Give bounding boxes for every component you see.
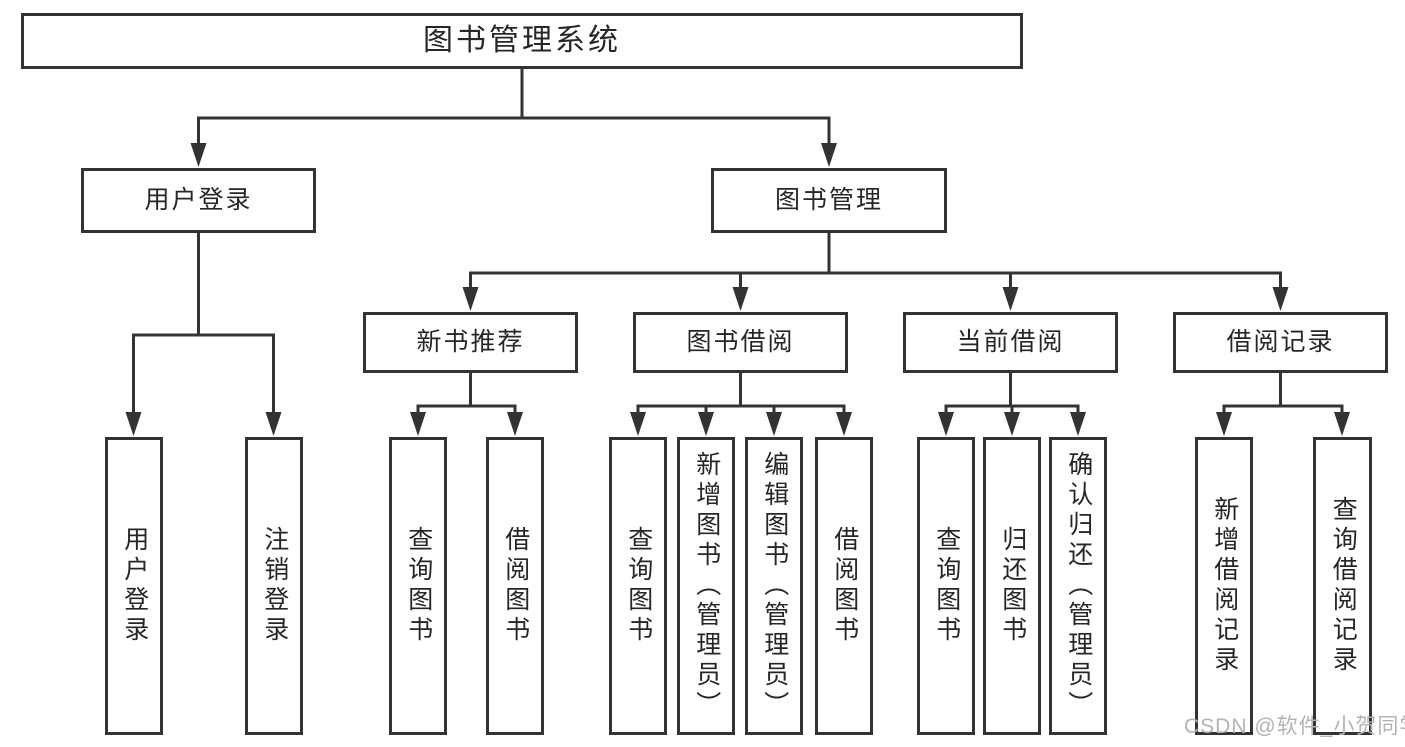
leaf-edit-book-admin-label: 编辑图书（管理员） xyxy=(760,451,789,721)
leaf-confirm-return-admin-label: 确认归还（管理员） xyxy=(1064,451,1093,721)
watermark-text: CSDN @软件_小贺同学 xyxy=(1184,715,1405,738)
node-book-management: 图书管理 xyxy=(711,168,947,233)
node-user-login: 用户登录 xyxy=(81,168,316,233)
leaf-return-book-label: 归还图书 xyxy=(998,526,1027,646)
leaf-logout-label: 注销登录 xyxy=(260,526,289,646)
node-borrowing-records: 借阅记录 xyxy=(1173,312,1388,373)
leaf-user-login-label: 用户登录 xyxy=(120,526,149,646)
root-node-label: 图书管理系统 xyxy=(423,23,621,57)
leaf-borrow-book-recommend: 借阅图书 xyxy=(486,437,544,735)
node-borrowing-records-label: 借阅记录 xyxy=(1226,328,1335,357)
leaf-return-book: 归还图书 xyxy=(983,437,1041,735)
node-book-management-label: 图书管理 xyxy=(774,186,883,215)
leaf-query-books-current-label: 查询图书 xyxy=(932,526,961,646)
node-user-login-label: 用户登录 xyxy=(144,186,253,215)
leaf-query-books-recommend: 查询图书 xyxy=(389,437,447,735)
leaf-add-book-admin: 新增图书（管理员） xyxy=(677,437,735,735)
arrowheads xyxy=(125,143,1350,436)
leaf-logout: 注销登录 xyxy=(245,437,303,735)
root-node-library-management-system: 图书管理系统 xyxy=(21,13,1023,69)
leaf-borrow-book-borrowing: 借阅图书 xyxy=(815,437,873,735)
node-book-borrowing-label: 图书借阅 xyxy=(686,328,795,357)
node-new-book-recommendation: 新书推荐 xyxy=(363,312,578,373)
leaf-confirm-return-admin: 确认归还（管理员） xyxy=(1049,437,1107,735)
leaf-query-books-current: 查询图书 xyxy=(917,437,975,735)
leaf-add-borrow-record-label: 新增借阅记录 xyxy=(1210,496,1239,676)
leaf-edit-book-admin: 编辑图书（管理员） xyxy=(745,437,803,735)
leaf-add-borrow-record: 新增借阅记录 xyxy=(1195,437,1253,735)
leaf-add-book-admin-label: 新增图书（管理员） xyxy=(692,451,721,721)
leaf-borrow-book-borrowing-label: 借阅图书 xyxy=(830,526,859,646)
leaf-query-books-borrowing: 查询图书 xyxy=(609,437,667,735)
node-current-borrowing: 当前借阅 xyxy=(903,312,1118,373)
node-new-book-recommendation-label: 新书推荐 xyxy=(416,328,525,357)
leaf-query-books-recommend-label: 查询图书 xyxy=(404,526,433,646)
leaf-user-login: 用户登录 xyxy=(105,437,163,735)
leaf-borrow-book-recommend-label: 借阅图书 xyxy=(501,526,530,646)
leaf-query-borrow-record: 查询借阅记录 xyxy=(1313,437,1372,735)
leaf-query-borrow-record-label: 查询借阅记录 xyxy=(1329,496,1358,676)
node-book-borrowing: 图书借阅 xyxy=(633,312,848,373)
leaf-query-books-borrowing-label: 查询图书 xyxy=(624,526,653,646)
node-current-borrowing-label: 当前借阅 xyxy=(956,328,1065,357)
